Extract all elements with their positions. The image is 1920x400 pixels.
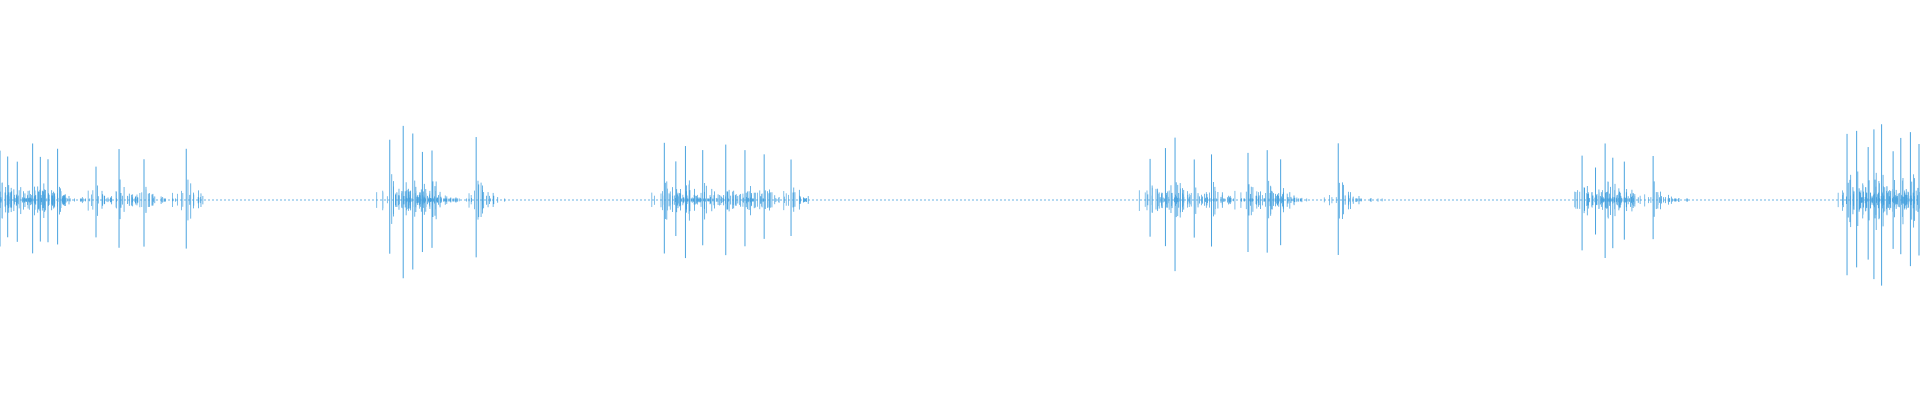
waveform-spikes	[0, 124, 1920, 286]
